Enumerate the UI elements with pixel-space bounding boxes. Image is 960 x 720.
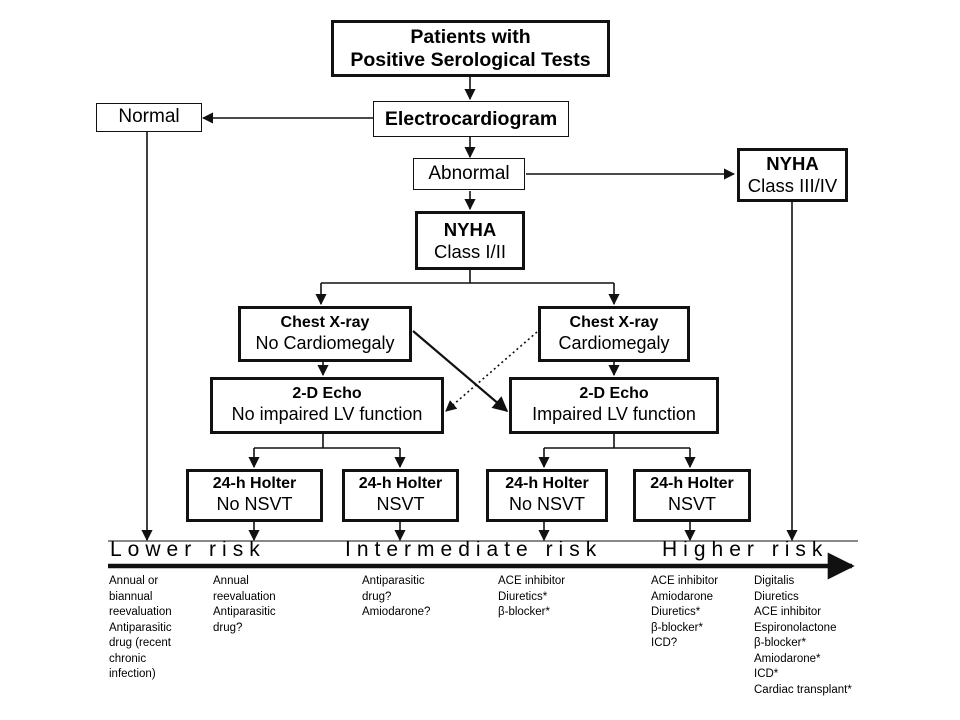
nyha-low-line1: NYHA	[443, 218, 497, 240]
echo-right-line1: 2-D Echo	[579, 385, 649, 403]
xray-right-line2: Cardiomegaly	[558, 332, 670, 353]
holter3-line2: No NSVT	[508, 494, 586, 515]
xray-left-line1: Chest X-ray	[280, 313, 370, 331]
nyha-low-line2: Class I/II	[434, 240, 506, 262]
nyha-high-box: NYHA Class III/IV	[737, 148, 848, 202]
holter4-line1: 24-h Holter	[650, 475, 734, 493]
treatment-nyha-high: Digitalis Diuretics ACE inhibitor Espiro…	[754, 575, 852, 696]
ecg-label: Electrocardiogram	[384, 107, 558, 130]
holter2-box: 24-h Holter NSVT	[342, 469, 459, 522]
nyha-high-line2: Class III/IV	[747, 175, 838, 196]
holter2-line1: 24-h Holter	[358, 475, 443, 493]
echo-left-line2: No impaired LV function	[231, 404, 423, 425]
holter3-line1: 24-h Holter	[505, 475, 589, 493]
patients-line2: Positive Serological Tests	[350, 48, 591, 71]
ecg-box: Electrocardiogram	[373, 101, 569, 137]
holter1-box: 24-h Holter No NSVT	[186, 469, 323, 522]
treatment-normal: Annual or biannual reevaluation Antipara…	[109, 575, 172, 680]
patients-box: Patients with Positive Serological Tests	[331, 20, 610, 77]
treatment-holter2: Antiparasitic drug? Amiodarone?	[362, 575, 431, 618]
abnormal-label: Abnormal	[428, 162, 510, 184]
treatment-holter3: ACE inhibitor Diuretics* β-blocker*	[498, 575, 566, 618]
nyha-high-line1: NYHA	[766, 153, 819, 175]
normal-box: Normal	[96, 103, 202, 132]
holter3-box: 24-h Holter No NSVT	[486, 469, 608, 522]
higher-risk-label: Higher risk	[662, 538, 829, 561]
holter4-line2: NSVT	[667, 494, 716, 515]
normal-label: Normal	[118, 106, 180, 128]
echo-right-line2: Impaired LV function	[532, 404, 696, 425]
treatment-holter4: ACE inhibitor Amiodarone Diuretics* β-bl…	[651, 575, 719, 649]
dotted-arrow-xray-right-to-echo-left	[445, 331, 538, 412]
lower-risk-label: Lower risk	[110, 538, 266, 561]
intermediate-risk-label: Intermediate risk	[345, 538, 603, 561]
xray-right-box: Chest X-ray Cardiomegaly	[538, 306, 690, 362]
echo-left-line1: 2-D Echo	[292, 385, 362, 403]
patients-line1: Patients with	[410, 25, 531, 48]
treatment-holter1: Annual reevaluation Antiparasitic drug?	[213, 575, 276, 634]
xray-left-box: Chest X-ray No Cardiomegaly	[238, 306, 412, 362]
xray-left-line2: No Cardiomegaly	[255, 332, 395, 353]
holter4-box: 24-h Holter NSVT	[633, 469, 751, 522]
echo-left-box: 2-D Echo No impaired LV function	[210, 377, 444, 434]
xray-right-line1: Chest X-ray	[569, 313, 659, 331]
holter1-line1: 24-h Holter	[212, 475, 297, 493]
holter1-line2: No NSVT	[216, 494, 293, 515]
abnormal-box: Abnormal	[413, 158, 525, 190]
arrow-xray-left-to-echo-right	[412, 330, 509, 412]
holter2-line2: NSVT	[376, 494, 425, 515]
echo-right-box: 2-D Echo Impaired LV function	[509, 377, 719, 434]
nyha-low-box: NYHA Class I/II	[415, 211, 525, 270]
